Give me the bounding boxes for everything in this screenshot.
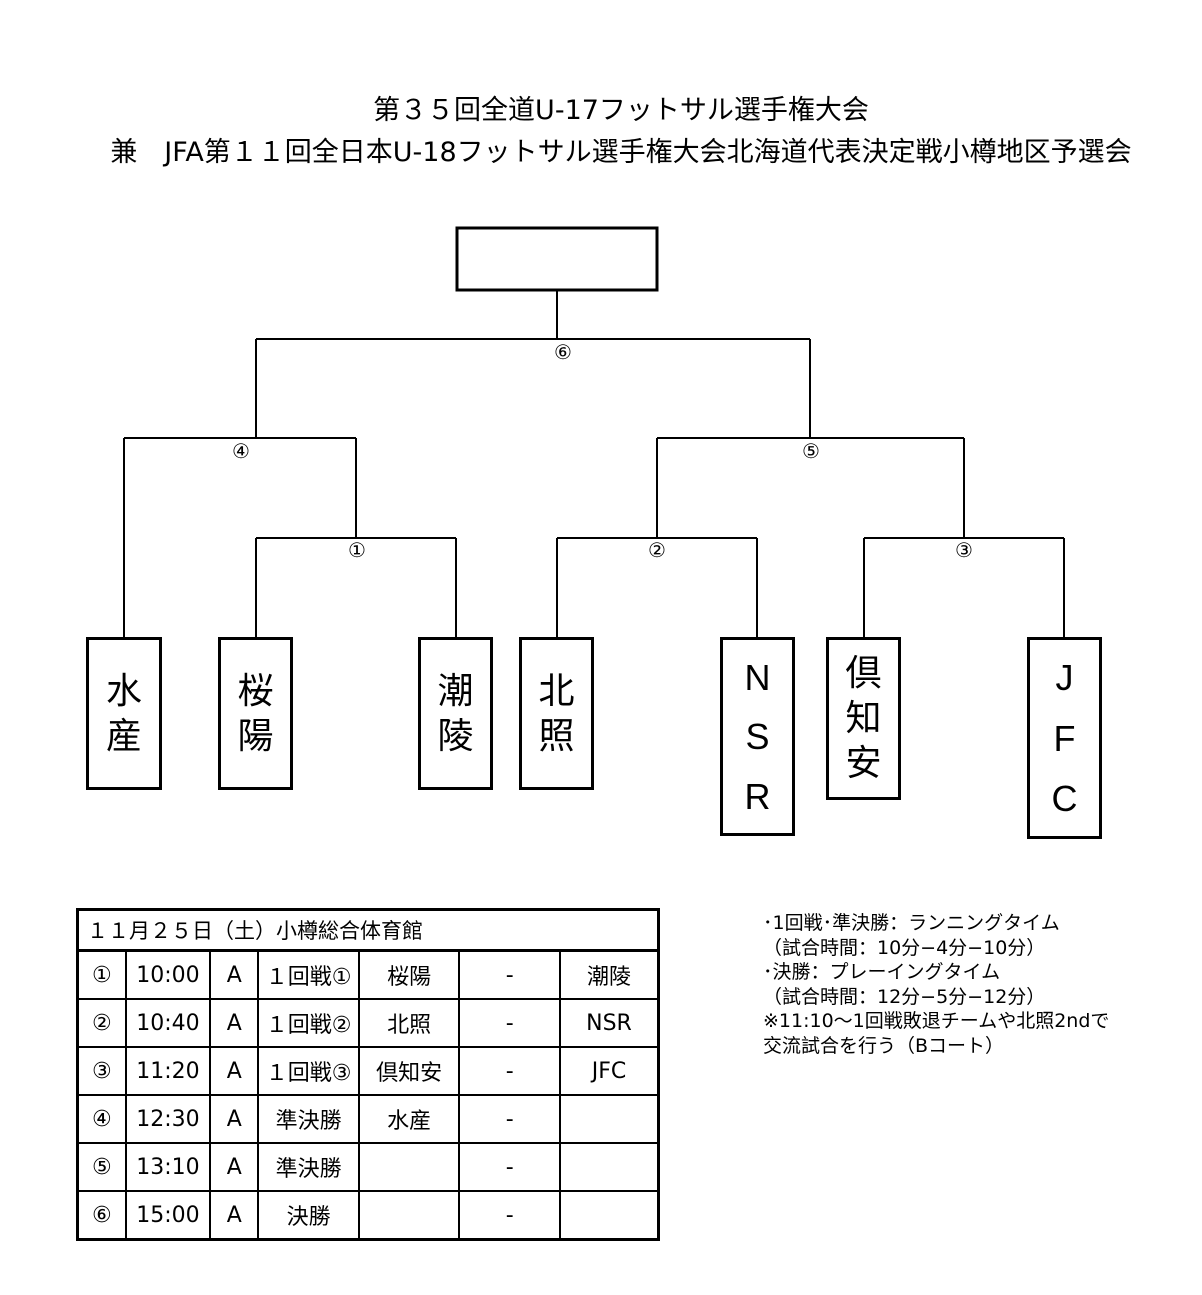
match-home: 水産 (357, 1094, 461, 1144)
match-home: 倶知安 (357, 1046, 461, 1096)
match-round: 準決勝 (257, 1142, 360, 1192)
team-char: 陽 (237, 715, 274, 757)
match-label-1: ① (348, 538, 366, 562)
champion-box (455, 226, 659, 292)
team-char: 潮 (437, 670, 474, 712)
schedule-header: １１月２５日（土）小樽総合体育館 (76, 908, 660, 952)
table-row: ① 10:00 A １回戦① 桜陽 - 潮陵 (76, 949, 660, 1000)
match-label-5: ⑤ (802, 439, 820, 463)
match-sep: - (458, 1094, 561, 1144)
match-label-3: ③ (955, 538, 973, 562)
bracket-lines (123, 290, 1065, 638)
team-char: C (1051, 777, 1078, 819)
team-char: 産 (105, 715, 142, 757)
match-court: A (209, 1046, 260, 1096)
match-sep: - (458, 1046, 561, 1096)
note-line: （試合時間：12分−5分−12分） (763, 985, 1046, 1008)
match-round: １回戦② (257, 998, 360, 1048)
team-box-hokusho: 北 照 (519, 637, 594, 790)
match-away (558, 1094, 660, 1144)
team-char: S (745, 716, 770, 757)
match-time: 13:10 (124, 1142, 212, 1192)
team-char: 桜 (237, 670, 274, 712)
match-time: 11:20 (124, 1046, 212, 1096)
match-court: A (209, 1094, 260, 1144)
match-time: 10:40 (124, 998, 212, 1048)
schedule-header-row: １１月２５日（土）小樽総合体育館 (76, 908, 660, 952)
match-away (558, 1190, 660, 1241)
team-box-kutchan: 倶 知 安 (826, 637, 901, 800)
match-away: NSR (558, 998, 660, 1048)
match-no: ④ (76, 1094, 127, 1144)
note-line: ･1回戦･準決勝：ランニングタイム (763, 912, 1060, 934)
team-box-suisan: 水 産 (86, 637, 162, 790)
team-char: 知 (845, 698, 882, 739)
match-away: JFC (558, 1046, 660, 1096)
match-round: 決勝 (257, 1190, 360, 1241)
match-time: 10:00 (124, 949, 212, 1000)
match-no: ③ (76, 1046, 127, 1096)
team-char: 陵 (437, 715, 474, 757)
match-no: ⑥ (76, 1190, 127, 1241)
note-line: 交流試合を行う（Bコート） (763, 1034, 1005, 1057)
match-court: A (209, 1190, 260, 1241)
match-no: ⑤ (76, 1142, 127, 1192)
match-home (357, 1190, 461, 1241)
match-no: ① (76, 949, 127, 1000)
schedule-table: １１月２５日（土）小樽総合体育館 ① 10:00 A １回戦① 桜陽 - 潮陵 … (76, 908, 660, 1241)
table-row: ④ 12:30 A 準決勝 水産 - (76, 1094, 660, 1144)
team-char: 水 (105, 670, 142, 712)
match-court: A (209, 1142, 260, 1192)
team-char: 北 (538, 670, 575, 712)
match-round: １回戦③ (257, 1046, 360, 1096)
match-no: ② (76, 998, 127, 1048)
table-row: ⑤ 13:10 A 準決勝 - (76, 1142, 660, 1192)
match-home: 桜陽 (357, 949, 461, 1000)
team-char: J (1055, 657, 1074, 699)
note-line: （試合時間：10分−4分−10分） (763, 936, 1046, 959)
team-char: 照 (538, 715, 575, 757)
match-time: 15:00 (124, 1190, 212, 1241)
team-char: 安 (845, 743, 882, 784)
match-label-2: ② (648, 538, 666, 562)
match-sep: - (458, 1142, 561, 1192)
tournament-bracket: ⑥ ④ ⑤ ① ② ③ (123, 226, 1065, 638)
team-char: 倶 (845, 653, 882, 694)
table-row: ⑥ 15:00 A 決勝 - (76, 1190, 660, 1241)
notes: ･1回戦･準決勝：ランニングタイム（試合時間：10分−4分−10分）･決勝：プレ… (763, 911, 1109, 1058)
match-time: 12:30 (124, 1094, 212, 1144)
team-box-ouyou: 桜 陽 (218, 637, 293, 790)
title-line-1: 第３５回全道U-17フットサル選手権大会 (373, 95, 869, 126)
match-away (558, 1142, 660, 1192)
team-box-jfc: J F C (1027, 637, 1102, 839)
match-sep: - (458, 1190, 561, 1241)
match-home: 北照 (357, 998, 461, 1048)
table-row: ② 10:40 A １回戦② 北照 - NSR (76, 998, 660, 1048)
team-box-chouryou: 潮 陵 (418, 637, 493, 790)
note-line: ※11:10～1回戦敗退チームや北照2ndで (763, 1010, 1110, 1032)
match-home (357, 1142, 461, 1192)
title-line-2: 兼 JFA第１１回全日本U-18フットサル選手権大会北海道代表決定戦小樽地区予選… (110, 137, 1132, 168)
match-round: １回戦① (257, 949, 360, 1000)
match-sep: - (458, 949, 561, 1000)
match-away: 潮陵 (558, 949, 660, 1000)
table-row: ③ 11:20 A １回戦③ 倶知安 - JFC (76, 1046, 660, 1096)
match-round: 準決勝 (257, 1094, 360, 1144)
match-label-6: ⑥ (554, 340, 572, 364)
match-court: A (209, 949, 260, 1000)
team-char: F (1053, 717, 1076, 759)
team-char: R (744, 775, 771, 817)
match-label-4: ④ (232, 439, 250, 463)
note-line: ･決勝：プレーイングタイム (763, 961, 1001, 983)
team-char: N (744, 656, 771, 698)
match-court: A (209, 998, 260, 1048)
match-sep: - (458, 998, 561, 1048)
team-box-nsr: N S R (720, 637, 795, 836)
